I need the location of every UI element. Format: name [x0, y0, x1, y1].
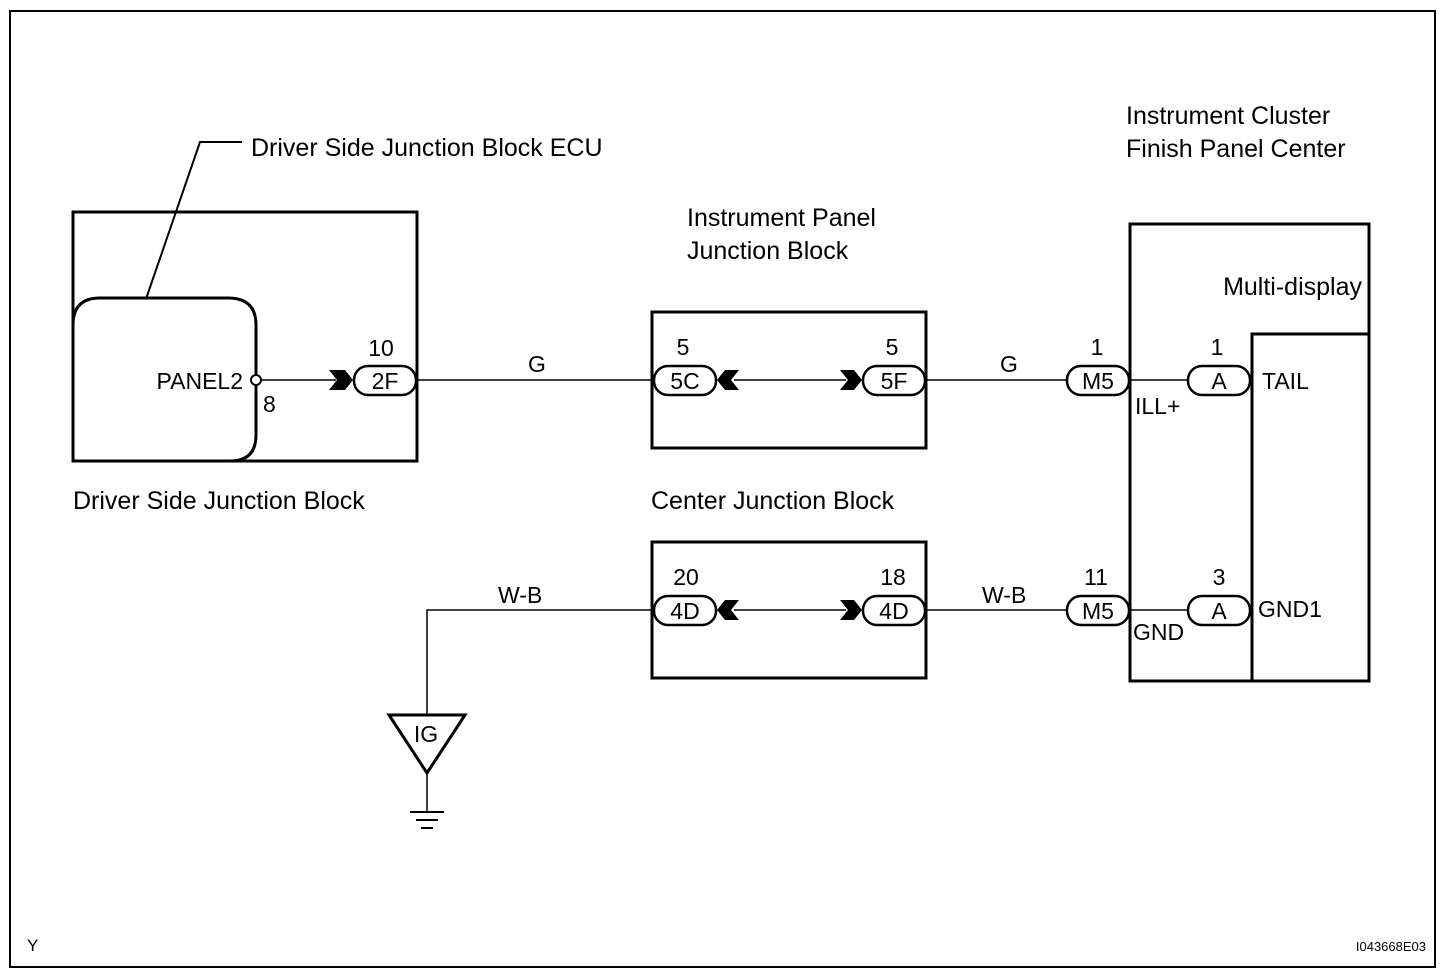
connector-2f-id: 2F — [372, 368, 399, 394]
cluster-label-line2: Finish Panel Center — [1126, 135, 1346, 163]
connector-a-top-id: A — [1211, 368, 1227, 394]
connector-m5-bottom-body — [1065, 594, 1131, 627]
terminal-panel2: PANEL2 — [156, 368, 243, 394]
ground-ig-label: IG — [414, 721, 438, 747]
connector-a-bottom-body — [1186, 594, 1252, 627]
center-junction-block: Center Junction Block 4D 20 4D 18 — [650, 487, 928, 680]
dsjb-ecu-label: Driver Side Junction Block ECU — [251, 134, 603, 162]
terminal-ill-plus: ILL+ — [1135, 393, 1180, 419]
connector-2f-arrow — [329, 370, 353, 390]
connector-a-bottom-id: A — [1211, 598, 1227, 624]
connector-2f-pin: 10 — [368, 335, 394, 361]
wire-label-g-2: G — [1000, 351, 1018, 377]
connector-5f-id: 5F — [881, 368, 908, 394]
wire-label-wb-2: W-B — [982, 582, 1026, 608]
connector-4d-right-body — [861, 594, 927, 627]
connector-a-top-body — [1186, 364, 1252, 397]
connector-4d-right-pin: 18 — [880, 564, 906, 590]
wire-label-wb-1: W-B — [498, 582, 542, 608]
footer-left-code: Y — [27, 936, 38, 955]
panel2-terminal-dot — [250, 374, 262, 386]
connector-m5-top-body — [1065, 364, 1131, 397]
ipjb-label-line2: Junction Block — [687, 237, 849, 265]
connector-5f-body — [861, 364, 927, 397]
connector-4d-right-arrow — [840, 600, 862, 620]
dsjb-ecu-box — [71, 296, 258, 463]
connector-5c-id: 5C — [670, 368, 699, 394]
ipjb-label-line1: Instrument Panel — [687, 204, 876, 232]
cjb-label: Center Junction Block — [651, 487, 895, 515]
driver-side-junction-block: Driver Side Junction Block ECU Driver Si… — [71, 134, 603, 515]
connector-m5-top-id: M5 — [1082, 368, 1114, 394]
connector-5c-body — [652, 364, 718, 397]
connector-4d-left-pin: 20 — [673, 564, 699, 590]
connector-4d-left-arrow — [717, 600, 739, 620]
terminal-gnd: GND — [1133, 619, 1184, 645]
terminal-gnd1: GND1 — [1258, 596, 1322, 622]
dsjb-ecu-leader — [145, 141, 242, 300]
connector-5c-arrow — [717, 370, 739, 390]
connector-m5-top-pin: 1 — [1091, 334, 1104, 360]
instrument-panel-junction-block: Instrument Panel Junction Block 5C 5 5F … — [650, 204, 928, 450]
connector-5c-pin: 5 — [677, 334, 690, 360]
connector-5f-pin: 5 — [886, 334, 899, 360]
wire-label-g-1: G — [528, 351, 546, 377]
terminal-panel2-pin: 8 — [263, 391, 276, 417]
ground-ig: IG — [386, 713, 468, 829]
connector-2f-body — [352, 364, 418, 397]
connector-4d-left-body — [652, 594, 718, 627]
instrument-cluster: Instrument Cluster Finish Panel Center M… — [1065, 102, 1371, 683]
dsjb-box — [71, 210, 419, 463]
connector-4d-right-id: 4D — [879, 598, 908, 624]
connector-a-top-pin: 1 — [1211, 334, 1224, 360]
multi-display-label: Multi-display — [1223, 273, 1362, 301]
footer-right-code: I043668E03 — [1356, 939, 1426, 954]
terminal-tail: TAIL — [1262, 368, 1309, 394]
connector-m5-bottom-pin: 11 — [1084, 564, 1108, 590]
wires: G G W-B W-B — [261, 351, 1188, 715]
ground-ig-triangle — [386, 713, 468, 776]
connector-a-bottom-pin: 3 — [1213, 564, 1226, 590]
wire-wb-ground-to-4d — [426, 609, 652, 715]
connector-m5-bottom-id: M5 — [1082, 598, 1114, 624]
connector-5f-arrow — [840, 370, 862, 390]
diagram-frame — [9, 10, 1436, 968]
dsjb-label: Driver Side Junction Block — [73, 487, 365, 515]
connector-2f: 2F 10 — [329, 335, 418, 397]
connector-4d-left-id: 4D — [670, 598, 699, 624]
cluster-label-line1: Instrument Cluster — [1126, 102, 1330, 130]
multi-display-box — [1250, 332, 1371, 683]
